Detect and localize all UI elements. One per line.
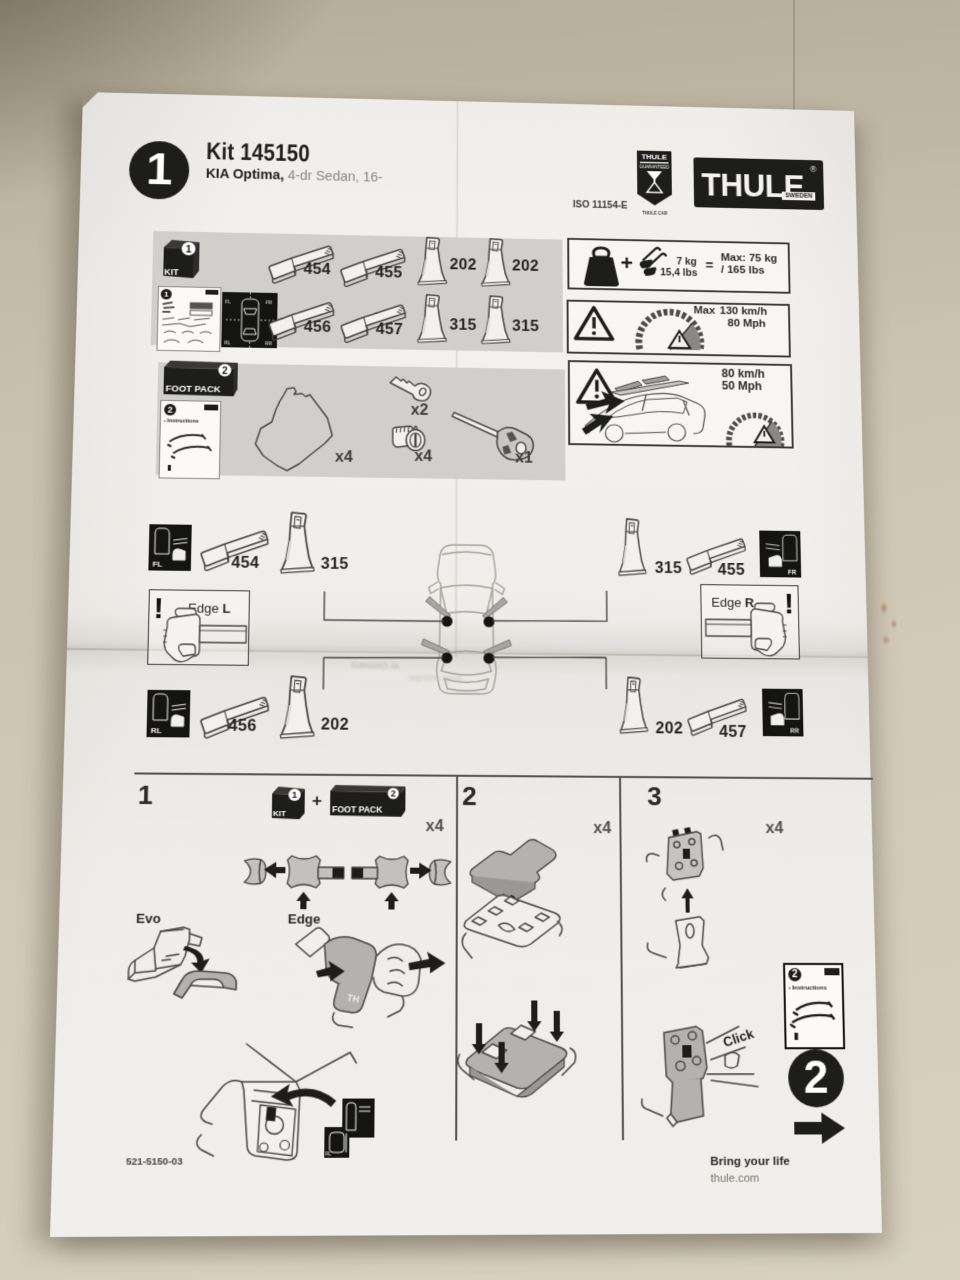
svg-text:RL: RL [325, 1151, 332, 1157]
svg-text:FL: FL [225, 299, 231, 305]
svg-text:2: 2 [391, 789, 396, 800]
svg-text:KIT: KIT [273, 809, 287, 819]
svg-text:RR: RR [265, 341, 273, 347]
svg-text:2: 2 [222, 366, 228, 377]
svg-text:FR: FR [266, 300, 273, 306]
svg-text:FOOT PACK: FOOT PACK [332, 805, 382, 815]
svg-text:FOOT PACK: FOOT PACK [166, 383, 222, 394]
svg-text:FL: FL [152, 559, 162, 568]
svg-text:RR: RR [790, 727, 800, 735]
svg-text:FR: FR [788, 569, 797, 577]
svg-text:Click: Click [721, 1026, 756, 1050]
svg-text:THULE: THULE [641, 152, 667, 161]
svg-text:RR: RR [368, 1151, 375, 1157]
svg-text:THULE CAR: THULE CAR [642, 210, 667, 215]
svg-text:RL: RL [224, 340, 231, 346]
svg-text:TH: TH [346, 992, 360, 1005]
svg-text:KIT: KIT [164, 267, 179, 277]
svg-text:1: 1 [185, 245, 191, 256]
svg-text:1: 1 [292, 790, 298, 801]
svg-text:GUARANTEED: GUARANTEED [639, 164, 669, 170]
svg-text:RL: RL [151, 726, 162, 736]
